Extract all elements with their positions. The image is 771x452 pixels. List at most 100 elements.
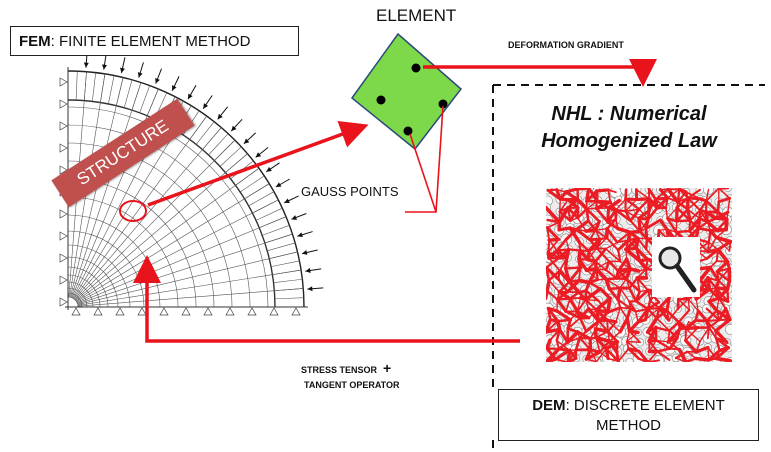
contact-force xyxy=(687,298,699,312)
contact-force xyxy=(655,196,670,210)
contact-force xyxy=(546,289,559,301)
contact-force xyxy=(605,269,618,280)
mesh-ray xyxy=(100,73,106,103)
contact-force xyxy=(714,346,730,360)
mesh-ray xyxy=(262,225,290,236)
contact-force xyxy=(606,319,609,333)
gauss-point xyxy=(403,126,413,136)
contact-force xyxy=(686,350,697,360)
arrow-deformation-gradient xyxy=(423,59,657,87)
contact-force xyxy=(706,276,718,290)
contact-force xyxy=(705,319,721,322)
support-icon xyxy=(291,307,301,316)
contact-force xyxy=(607,259,620,273)
contact-force xyxy=(716,297,720,312)
mesh-ray xyxy=(77,269,302,306)
support-icon xyxy=(59,209,68,219)
contact-force xyxy=(694,356,711,362)
contact-force xyxy=(566,198,580,210)
selected-point-circle xyxy=(119,200,147,222)
contact-force xyxy=(668,336,679,350)
contact-force xyxy=(667,188,681,199)
contact-force xyxy=(558,280,571,294)
contact-force xyxy=(718,297,727,310)
mesh-ray xyxy=(131,82,142,111)
mesh-ray xyxy=(123,79,133,108)
mesh-ray xyxy=(252,199,279,214)
contact-force xyxy=(624,210,640,220)
load-arrow-head xyxy=(297,232,303,238)
contact-force xyxy=(694,345,710,354)
contact-force xyxy=(648,339,657,353)
contact-force xyxy=(605,318,618,324)
mesh-ray xyxy=(77,288,304,307)
tangent-operator-label: TANGENT OPERATOR xyxy=(304,380,400,390)
contact-force xyxy=(554,358,569,362)
mesh-ray xyxy=(264,233,293,244)
contact-force xyxy=(687,216,702,233)
contact-force xyxy=(624,188,628,201)
load-arrow-head xyxy=(203,103,209,109)
contact-force xyxy=(615,268,632,280)
contact-force xyxy=(638,259,648,271)
contact-force xyxy=(705,188,710,202)
load-arrow-head xyxy=(301,250,308,255)
contact-force xyxy=(616,231,631,244)
contact-force xyxy=(636,237,648,251)
contact-force xyxy=(556,277,569,294)
support-icon xyxy=(59,275,68,285)
contact-force xyxy=(585,189,599,203)
contact-force xyxy=(569,310,579,321)
contact-force xyxy=(604,347,620,362)
contact-force xyxy=(624,208,641,213)
load-arrow-head xyxy=(275,182,282,187)
load-arrow-head xyxy=(266,166,272,172)
contact-force xyxy=(586,200,598,210)
mesh-ray xyxy=(225,153,248,173)
contact-force xyxy=(548,257,561,272)
contact-force xyxy=(594,308,609,322)
support-icon xyxy=(59,143,68,153)
contact-force xyxy=(557,226,572,232)
contact-force xyxy=(628,330,641,344)
dem-acronym: DEM xyxy=(532,397,566,414)
contact-force xyxy=(686,188,701,200)
contact-force xyxy=(704,210,718,221)
contact-force xyxy=(694,319,709,323)
contact-force xyxy=(646,307,661,310)
contact-force xyxy=(546,221,561,229)
support-icon xyxy=(269,307,279,316)
contact-force xyxy=(645,316,659,335)
contact-force xyxy=(606,220,620,231)
contact-force xyxy=(616,286,622,302)
contact-force xyxy=(546,347,558,361)
support-icon xyxy=(247,307,257,316)
contact-force xyxy=(619,306,629,320)
contact-force xyxy=(676,200,689,211)
contact-force xyxy=(686,208,701,220)
contact-force xyxy=(589,328,597,340)
contact-force xyxy=(546,327,562,334)
contact-force xyxy=(675,196,689,209)
contact-force xyxy=(624,236,640,251)
contact-force xyxy=(686,198,701,211)
contact-force xyxy=(554,348,572,361)
contact-force xyxy=(624,210,632,222)
contact-force xyxy=(627,329,640,335)
arrow-stress-feedback xyxy=(133,255,520,343)
stress-tensor-label: STRESS TENSOR+ xyxy=(301,360,391,376)
dem-sample xyxy=(546,188,732,362)
contact-force xyxy=(644,258,649,271)
dem-grain xyxy=(625,358,634,362)
support-icon xyxy=(59,297,68,307)
contact-force xyxy=(584,228,598,233)
contact-force xyxy=(584,298,598,311)
contact-force xyxy=(626,330,631,343)
contact-force xyxy=(547,239,551,254)
contact-force xyxy=(619,287,630,303)
contact-force xyxy=(555,237,568,253)
contact-force xyxy=(707,348,722,362)
contact-force xyxy=(546,307,560,323)
contact-force xyxy=(616,298,632,310)
